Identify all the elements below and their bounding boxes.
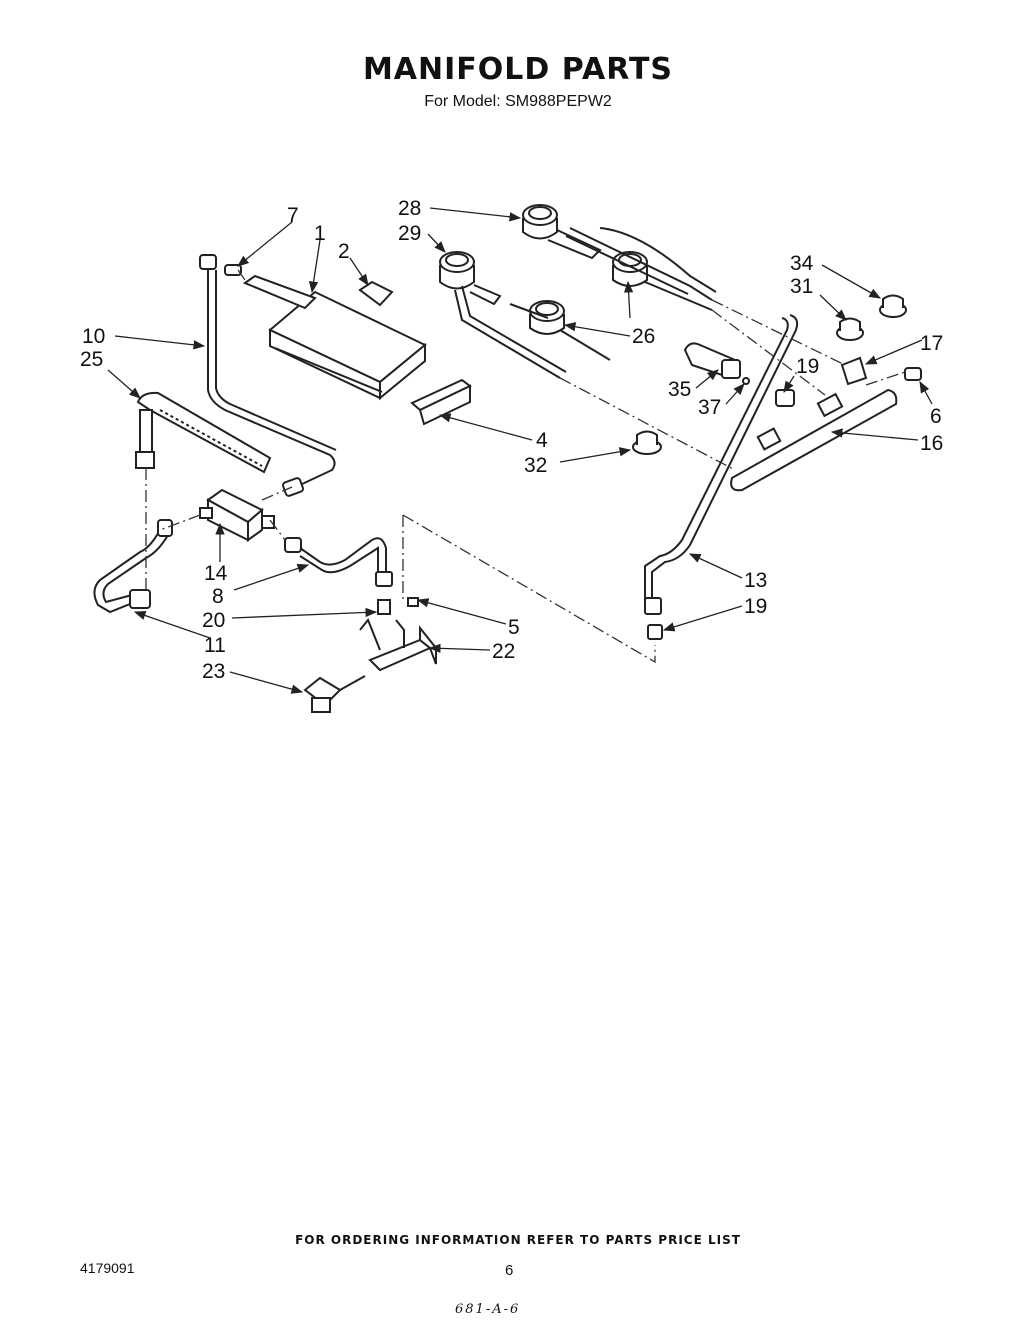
- label-7: 7: [287, 204, 299, 227]
- label-20: 20: [202, 609, 225, 632]
- label-26: 26: [632, 325, 655, 348]
- label-23: 23: [202, 660, 225, 683]
- label-34: 34: [790, 252, 814, 275]
- burner-tubes: [454, 227, 717, 379]
- broil-burner-25: [135, 391, 272, 474]
- document-number: 4179091: [80, 1260, 135, 1276]
- label-17: 17: [920, 332, 943, 355]
- page-number: 6: [505, 1262, 514, 1279]
- part-labels: 7 1 2 10 25 28 29 26 34 31 17 19 35 37 6…: [80, 197, 943, 683]
- label-2: 2: [338, 240, 350, 263]
- label-1: 1: [314, 222, 326, 245]
- model-subtitle: For Model: SM988PEPW2: [424, 93, 612, 110]
- label-29: 29: [398, 222, 421, 245]
- label-28: 28: [398, 197, 421, 220]
- label-14: 14: [204, 562, 228, 585]
- ordering-note: FOR ORDERING INFORMATION REFER TO PARTS …: [295, 1233, 741, 1247]
- page-title: MANIFOLD PARTS: [362, 52, 674, 87]
- label-25: 25: [80, 348, 103, 371]
- label-32: 32: [524, 454, 547, 477]
- oven-burner-1: [242, 274, 427, 401]
- label-6: 6: [930, 405, 942, 428]
- handwritten-code: 681-A-6: [455, 1302, 521, 1317]
- orifice-7: [224, 264, 242, 276]
- assembly-lines: [145, 269, 906, 664]
- pressure-regulator-23: [303, 675, 366, 713]
- knobs-31-34: [836, 294, 907, 341]
- regulator-manifold-22: [359, 597, 437, 672]
- label-16: 16: [920, 432, 943, 455]
- leader-lines: [107, 207, 933, 694]
- safety-valve-14: [199, 488, 275, 542]
- oven-tube-10: [199, 254, 337, 497]
- label-19a: 19: [796, 355, 819, 378]
- label-22: 22: [492, 640, 515, 663]
- bracket-4: [410, 378, 472, 426]
- label-31: 31: [790, 275, 813, 298]
- label-19b: 19: [744, 595, 767, 618]
- label-8: 8: [212, 585, 224, 608]
- label-4: 4: [536, 429, 548, 452]
- main-tube-13: [644, 314, 799, 640]
- manifold-pipe-16: [730, 388, 898, 492]
- label-5: 5: [508, 616, 520, 639]
- broil-tube-11: [93, 519, 173, 614]
- label-11: 11: [204, 634, 226, 657]
- knob-32: [632, 430, 662, 455]
- top-burners: [439, 204, 648, 335]
- label-37: 37: [698, 396, 721, 419]
- valve-parts: [683, 342, 922, 407]
- label-10: 10: [82, 325, 105, 348]
- label-13: 13: [744, 569, 767, 592]
- tube-8: [284, 537, 393, 587]
- bracket-2: [358, 280, 394, 307]
- label-35: 35: [668, 378, 691, 401]
